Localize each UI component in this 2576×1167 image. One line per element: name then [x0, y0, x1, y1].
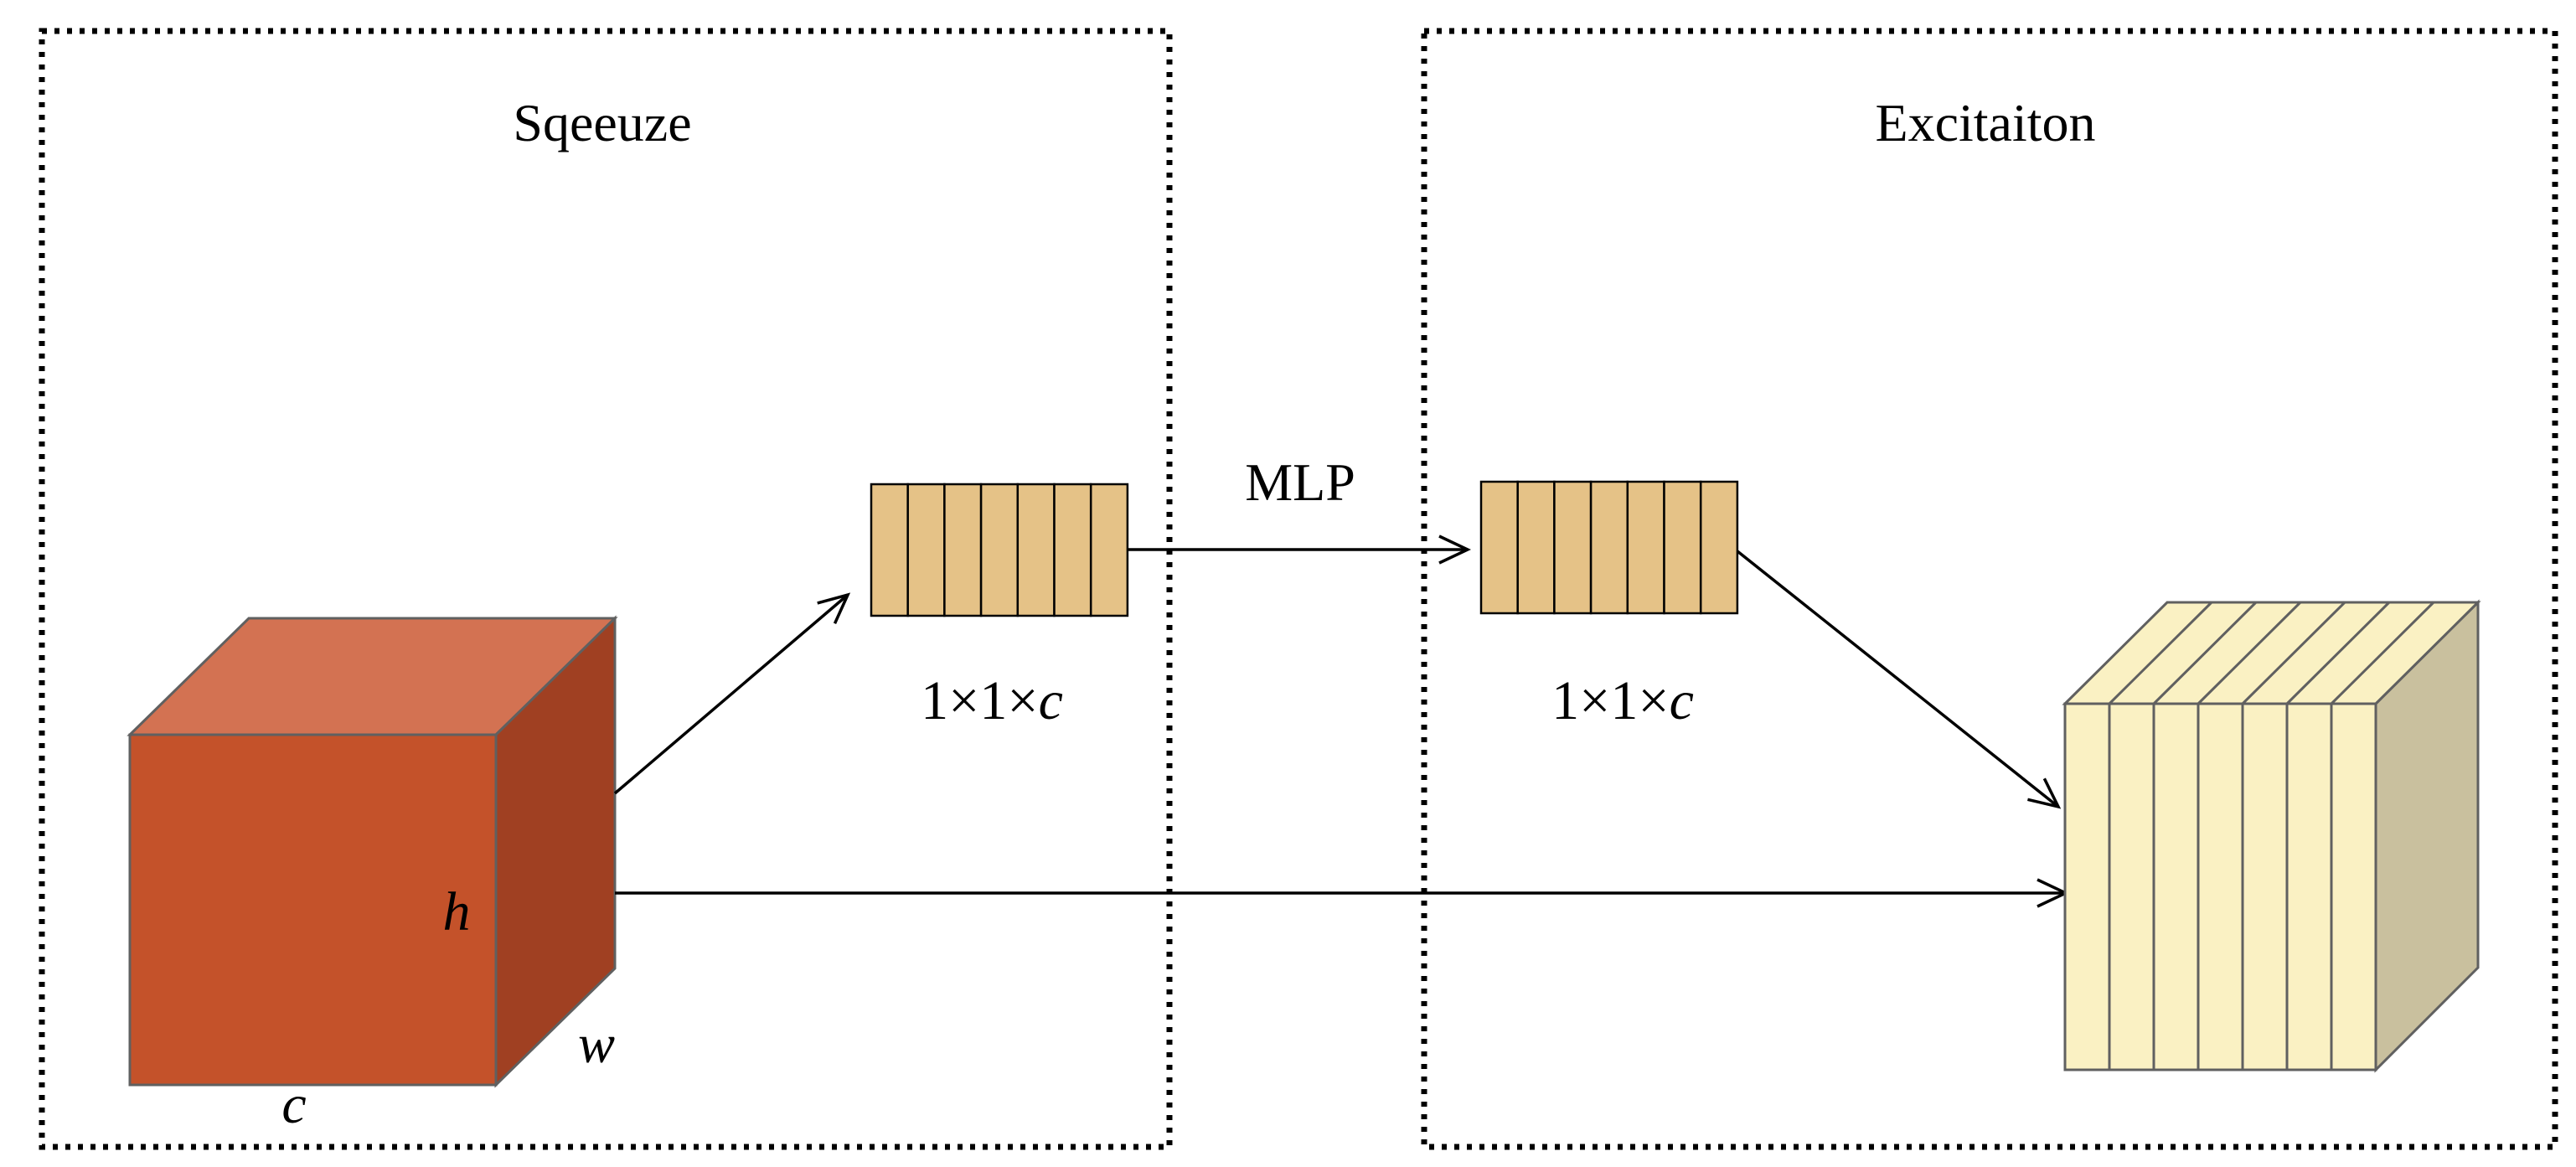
vector-right-dim-prefix: 1×1× — [1551, 670, 1669, 731]
cube-front-face — [128, 733, 498, 1087]
vector-right-dim-label: 1×1×c — [1551, 670, 1694, 731]
output-slice-top-edge — [2330, 601, 2435, 705]
output-feature-cube — [2062, 599, 2481, 1073]
input-feature-cube — [126, 615, 618, 1088]
mlp-label: MLP — [1245, 452, 1355, 512]
vector-right-cell — [1479, 480, 1519, 615]
vector-right-cell — [1699, 480, 1739, 615]
vector-left-cell — [1053, 483, 1092, 617]
vector-left-cell — [1089, 483, 1129, 617]
vector-left-cell — [979, 483, 1020, 617]
excitation-section-frame — [1421, 28, 2558, 1150]
output-slice-top-edge — [2152, 601, 2258, 705]
output-slice — [2285, 702, 2333, 1071]
output-slice — [2197, 702, 2244, 1071]
output-slice — [2241, 702, 2289, 1071]
vector-right-cell — [1516, 480, 1556, 615]
output-slice — [2063, 702, 2111, 1071]
vector-right-cell — [1553, 480, 1593, 615]
cube-width-label: w — [578, 1014, 615, 1075]
cube-channel-label: c — [281, 1074, 306, 1135]
vector-right-dim-var: c — [1670, 670, 1694, 731]
vector-left-dim-var: c — [1039, 670, 1063, 731]
squeeze-section-frame — [39, 28, 1173, 1150]
vector-left-dim-prefix: 1×1× — [921, 670, 1038, 731]
vector-left-dim-label: 1×1×c — [921, 670, 1063, 731]
squeezed-vector — [870, 483, 1129, 617]
cube-height-label: h — [443, 881, 471, 942]
vector-right-cell — [1626, 480, 1665, 615]
vector-left-cell — [1016, 483, 1056, 617]
vector-left-cell — [943, 483, 983, 617]
output-slice-top-edge — [2241, 601, 2346, 705]
squeeze-arrow — [613, 595, 848, 795]
excitation-title: Excitaiton — [1875, 93, 2095, 152]
output-slice — [2330, 702, 2377, 1071]
output-slice-top-edge — [2197, 601, 2302, 705]
vector-right-cell — [1589, 480, 1629, 615]
output-slice-top-edge — [2108, 601, 2213, 705]
vector-left-cell — [870, 483, 909, 617]
squeeze-title: Sqeeuze — [513, 93, 691, 152]
output-slice-top-edge — [2285, 601, 2391, 705]
scale-arrow — [1736, 550, 2058, 807]
excited-vector — [1479, 480, 1739, 615]
vector-left-cell — [906, 483, 946, 617]
vector-right-cell — [1663, 480, 1702, 615]
output-slice — [2108, 702, 2155, 1071]
output-slice — [2152, 702, 2200, 1071]
